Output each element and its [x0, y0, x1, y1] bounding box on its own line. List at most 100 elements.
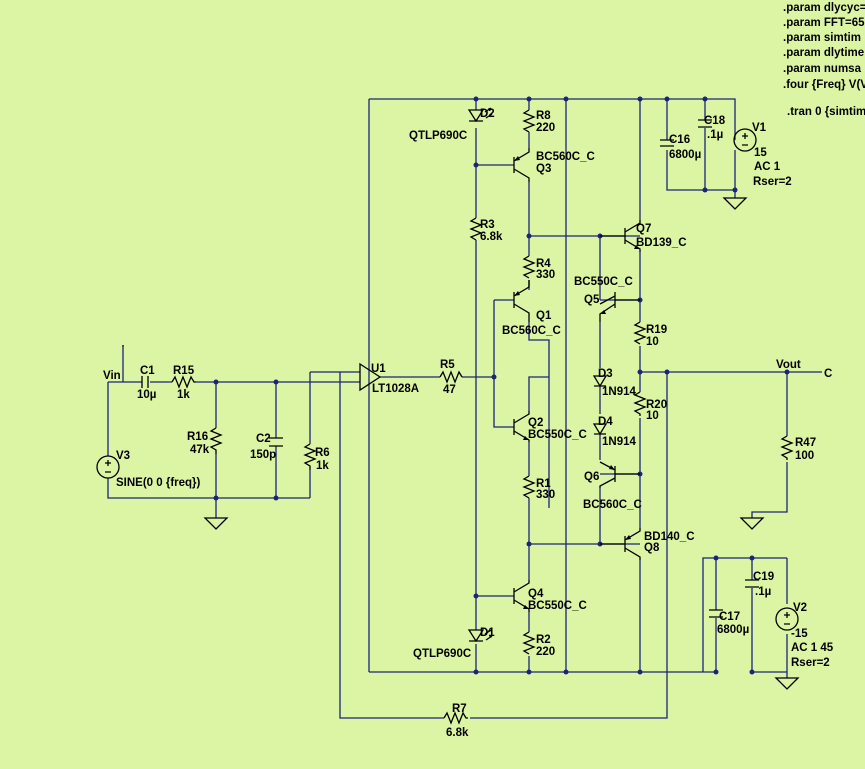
transistor-q4[interactable] [513, 580, 530, 612]
capacitor-c16[interactable] [660, 139, 674, 147]
transistor-q8[interactable] [600, 528, 641, 560]
d3-name: D3 [598, 368, 613, 380]
resistor-r5[interactable] [439, 370, 463, 384]
junction [273, 379, 279, 385]
diode-d4[interactable] [592, 423, 608, 436]
junction [637, 369, 643, 375]
v2-rser: Rser=2 [791, 657, 830, 669]
opamp-u1[interactable] [359, 362, 382, 392]
q6-value: BC560C_C [583, 499, 642, 511]
junction [491, 374, 497, 380]
voltage-source-v2[interactable] [775, 607, 799, 631]
transistor-q5[interactable] [599, 292, 640, 322]
c16-value: 6800µ [669, 149, 701, 161]
net-flag-c: C [824, 368, 832, 380]
resistor-r2[interactable] [522, 631, 536, 655]
wires [107, 98, 822, 719]
v2-value: -15 [791, 628, 808, 640]
capacitor-c19[interactable] [745, 579, 759, 588]
resistor-r4[interactable] [522, 255, 536, 279]
q8-name: Q8 [644, 542, 660, 554]
voltage-source-v3[interactable] [96, 455, 120, 479]
r6-value: 1k [316, 460, 329, 472]
transistor-q6[interactable] [599, 461, 640, 488]
voltage-source-v1[interactable] [733, 128, 757, 152]
resistor-r19[interactable] [633, 321, 647, 345]
r2-name: R2 [536, 634, 551, 646]
r19-value: 10 [646, 336, 659, 348]
d1-name: D1 [480, 627, 495, 639]
r4-value: 330 [536, 269, 555, 281]
ground-symbol [722, 197, 748, 210]
resistor-r1[interactable] [522, 475, 536, 499]
c2-value: 150p [250, 449, 276, 461]
r8-name: R8 [536, 110, 551, 122]
v1-value: 15 [754, 147, 767, 159]
c19-name: C19 [753, 571, 774, 583]
resistor-r3[interactable] [469, 217, 483, 241]
v1-rser: Rser=2 [753, 176, 792, 188]
q7-name: Q7 [636, 223, 651, 235]
r20-value: 10 [646, 410, 659, 422]
junction [473, 669, 479, 675]
led-d2[interactable] [467, 107, 493, 123]
r16-value: 47k [190, 444, 210, 456]
q5-name: Q5 [584, 294, 600, 306]
d1-value: QTLP690C [413, 648, 471, 660]
r7-value: 6.8k [446, 727, 469, 739]
junction [473, 162, 479, 168]
c1-value: 10µ [137, 389, 156, 401]
junction [784, 369, 790, 375]
junction [732, 187, 738, 193]
capacitor-c17[interactable] [709, 609, 723, 618]
junction [702, 187, 708, 193]
resistor-r7[interactable] [443, 711, 468, 725]
ground-symbol [739, 517, 765, 530]
transistor-q2[interactable] [513, 411, 530, 442]
junction [526, 233, 532, 239]
r15-name: R15 [173, 365, 195, 377]
directive-line: .param dlytime [783, 47, 864, 59]
junction [664, 369, 670, 375]
c18-name: C18 [704, 115, 726, 127]
d3-value: 1N914 [602, 386, 636, 398]
capacitor-c1[interactable] [141, 376, 149, 388]
q1-name: Q1 [536, 310, 552, 322]
directive-line: .param simtim [783, 32, 861, 44]
resistor-r15[interactable] [171, 375, 196, 389]
v1-name: V1 [752, 122, 767, 134]
resistor-r20[interactable] [633, 391, 647, 416]
resistor-r8[interactable] [522, 109, 536, 133]
transistor-q7[interactable] [600, 220, 641, 252]
junction [563, 669, 569, 675]
net-label-vout: Vout [776, 359, 801, 371]
diode-d3[interactable] [592, 375, 608, 388]
transistor-q3[interactable] [513, 148, 530, 182]
junction [213, 495, 219, 501]
transistor-q1[interactable] [513, 280, 530, 322]
q4-value: BC550C_C [528, 600, 587, 612]
resistor-r47[interactable] [780, 435, 794, 460]
u1-value: LT1028A [372, 383, 419, 395]
junction [749, 555, 755, 561]
capacitor-c2[interactable] [269, 437, 283, 447]
c16-name: C16 [669, 134, 690, 146]
q2-name: Q2 [528, 417, 543, 429]
v3-name: V3 [116, 450, 130, 462]
c19-value: .1µ [755, 586, 771, 598]
junction [713, 669, 719, 675]
junction [213, 379, 219, 385]
q8-value: BD140_C [644, 531, 695, 543]
d4-value: 1N914 [602, 436, 636, 448]
resistor-r16[interactable] [209, 427, 223, 454]
directive-line: .param FFT=65 [783, 17, 865, 29]
r19-name: R19 [646, 324, 667, 336]
led-d1[interactable] [467, 629, 493, 643]
q6-name: Q6 [584, 471, 599, 483]
q4-name: Q4 [528, 588, 544, 600]
resistor-r6[interactable] [303, 443, 317, 470]
capacitor-c18[interactable] [698, 119, 712, 128]
d4-name: D4 [598, 416, 613, 428]
net-label-vin: Vin [103, 370, 121, 382]
